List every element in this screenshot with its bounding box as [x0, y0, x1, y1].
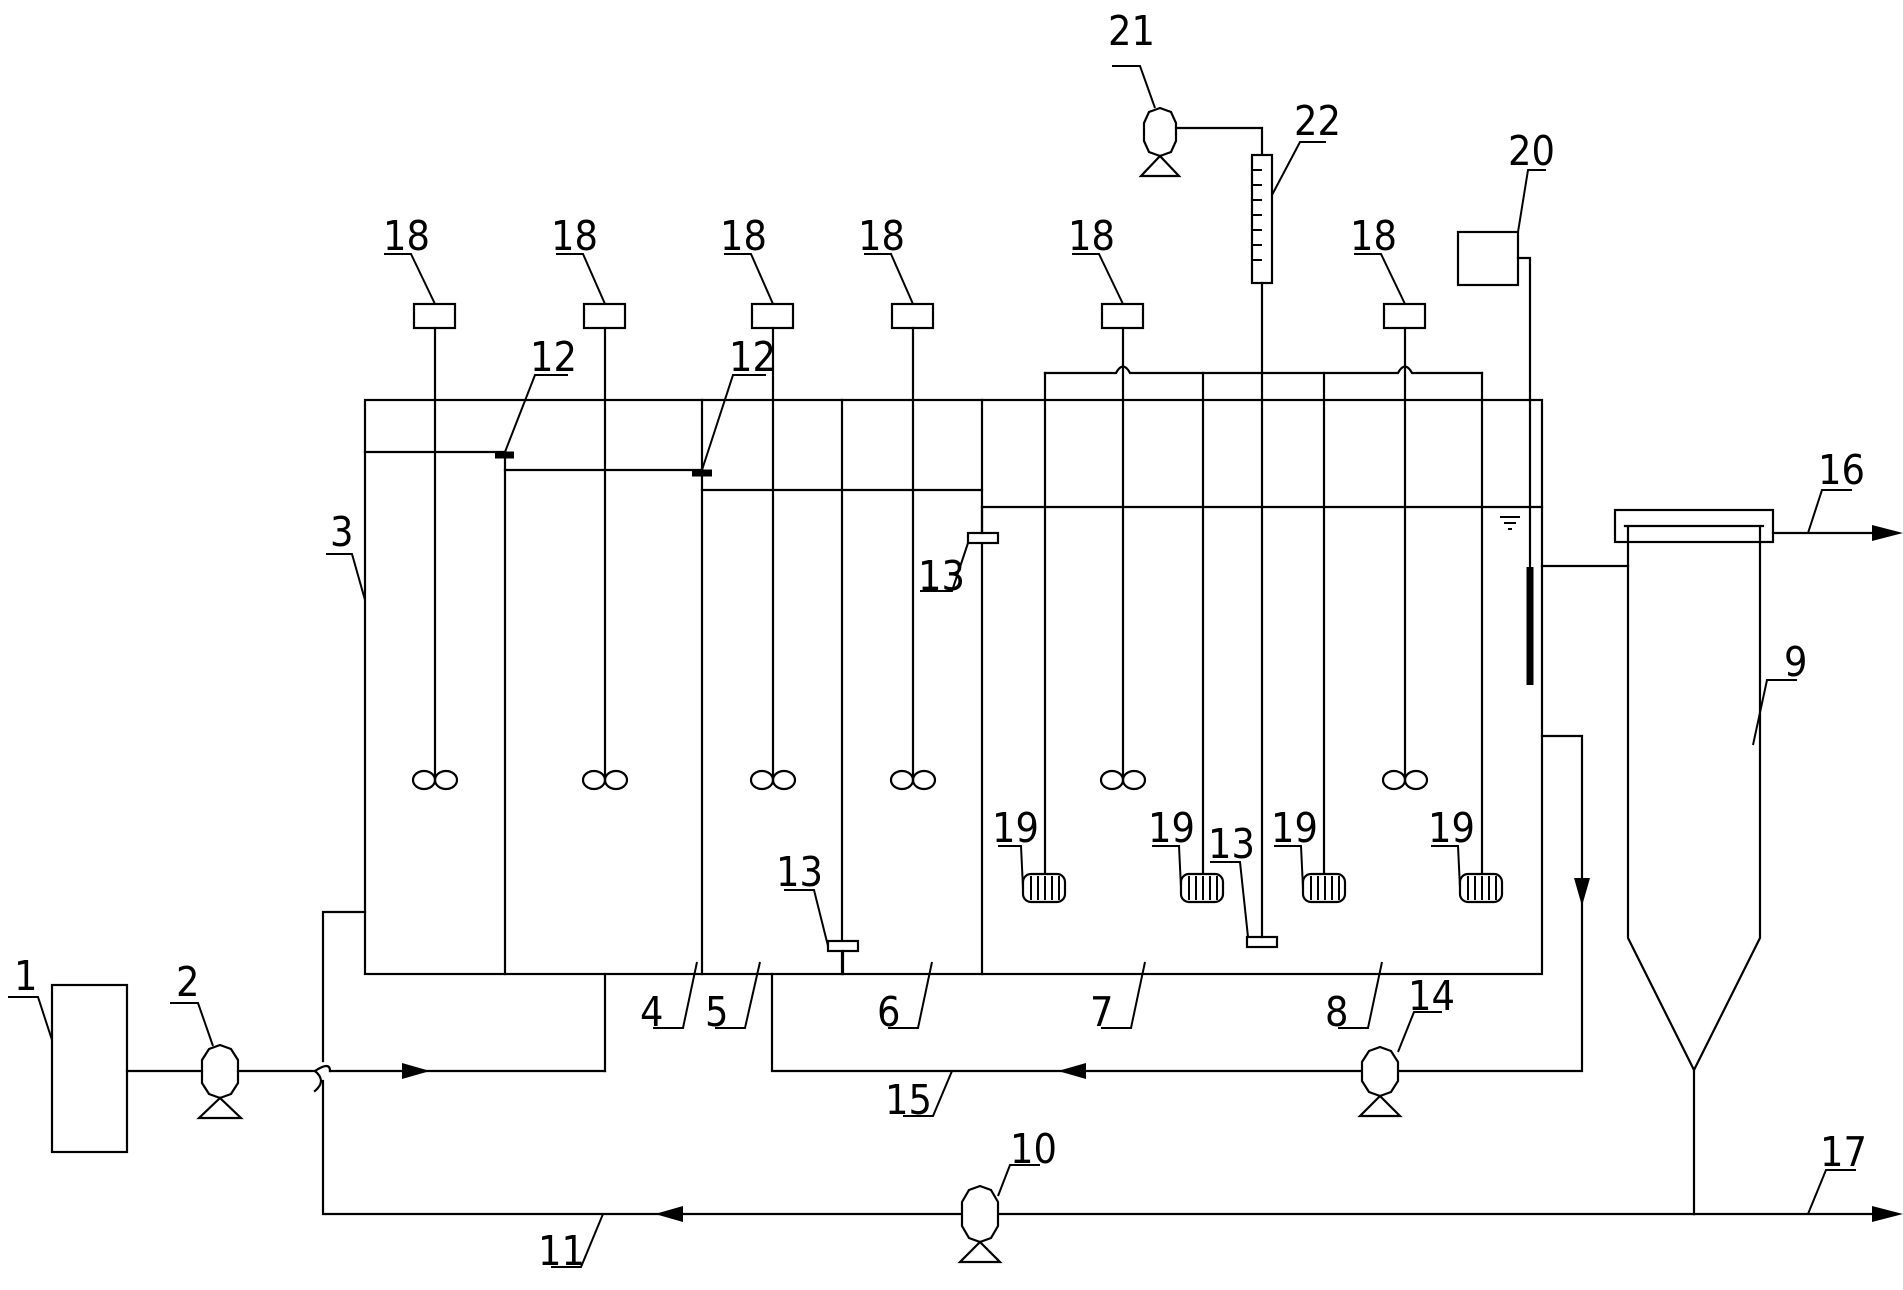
label-1: 1: [14, 952, 37, 1000]
label-17: 17: [1820, 1128, 1867, 1176]
air-distribution-network: [998, 365, 1504, 904]
reactor-tank: [363, 398, 1544, 976]
label-13c: 13: [1208, 820, 1255, 868]
label-22: 22: [1294, 97, 1341, 145]
label-13a: 13: [918, 552, 965, 600]
feed-tank-1: [8, 983, 129, 1154]
label-18c: 18: [720, 212, 767, 260]
label-2: 2: [176, 958, 199, 1006]
label-19d: 19: [1428, 804, 1475, 852]
mixer-5: [1072, 253, 1147, 791]
label-15: 15: [885, 1076, 932, 1124]
rotameter-22: [1174, 126, 1326, 939]
connecting-pipes-12: [495, 374, 766, 477]
label-13b: 13: [776, 848, 823, 896]
treated-water-outlet-16: [1771, 489, 1903, 541]
label-19a: 19: [992, 804, 1039, 852]
mixer-4: [864, 253, 937, 791]
feed-pump-2: [170, 1002, 244, 1120]
label-12b: 12: [729, 333, 776, 381]
label-18d: 18: [858, 212, 905, 260]
clarifier-9: [1613, 508, 1797, 1073]
zone-leaders: [326, 553, 1383, 1029]
label-8: 8: [1325, 988, 1348, 1036]
label-12a: 12: [530, 333, 577, 381]
label-9: 9: [1784, 638, 1807, 686]
label-3: 3: [330, 508, 353, 556]
mixer-2: [556, 253, 629, 791]
label-4: 4: [640, 988, 663, 1036]
sensors-13: [784, 505, 1279, 976]
component-labels: 1 2 3 4 5 6 7 8 9 10 11 12 12 13 13 13 1…: [14, 7, 1867, 1275]
sludge-pump-10: [957, 1164, 1040, 1264]
label-18a: 18: [383, 212, 430, 260]
mixer-1: [384, 253, 459, 791]
label-21: 21: [1108, 7, 1155, 55]
label-5: 5: [705, 988, 728, 1036]
label-7: 7: [1090, 988, 1113, 1036]
mixers: [384, 253, 1429, 791]
diffuser-2: [1152, 845, 1225, 904]
label-6: 6: [877, 988, 900, 1036]
label-18e: 18: [1068, 212, 1115, 260]
label-11: 11: [538, 1227, 585, 1275]
label-18f: 18: [1350, 212, 1397, 260]
label-19c: 19: [1271, 804, 1318, 852]
mixer-6: [1354, 253, 1429, 791]
label-16: 16: [1818, 446, 1865, 494]
diffuser-3: [1274, 845, 1347, 904]
blower-21: [1112, 65, 1182, 178]
internal-recycle-line-15: [770, 734, 1590, 1117]
label-19b: 19: [1148, 804, 1195, 852]
label-20: 20: [1508, 127, 1555, 175]
mixer-3: [724, 253, 797, 791]
label-10: 10: [1010, 1125, 1057, 1173]
diffuser-4: [1431, 845, 1504, 904]
sludge-return-line-11: [321, 910, 1696, 1268]
recycle-pump-14: [1357, 1011, 1442, 1118]
waste-sludge-outlet-17: [1692, 1169, 1903, 1222]
influent-pipe: [125, 972, 607, 1093]
controller-20: [1456, 169, 1546, 685]
diffuser-1: [998, 845, 1067, 904]
label-18b: 18: [551, 212, 598, 260]
label-14: 14: [1408, 972, 1455, 1020]
